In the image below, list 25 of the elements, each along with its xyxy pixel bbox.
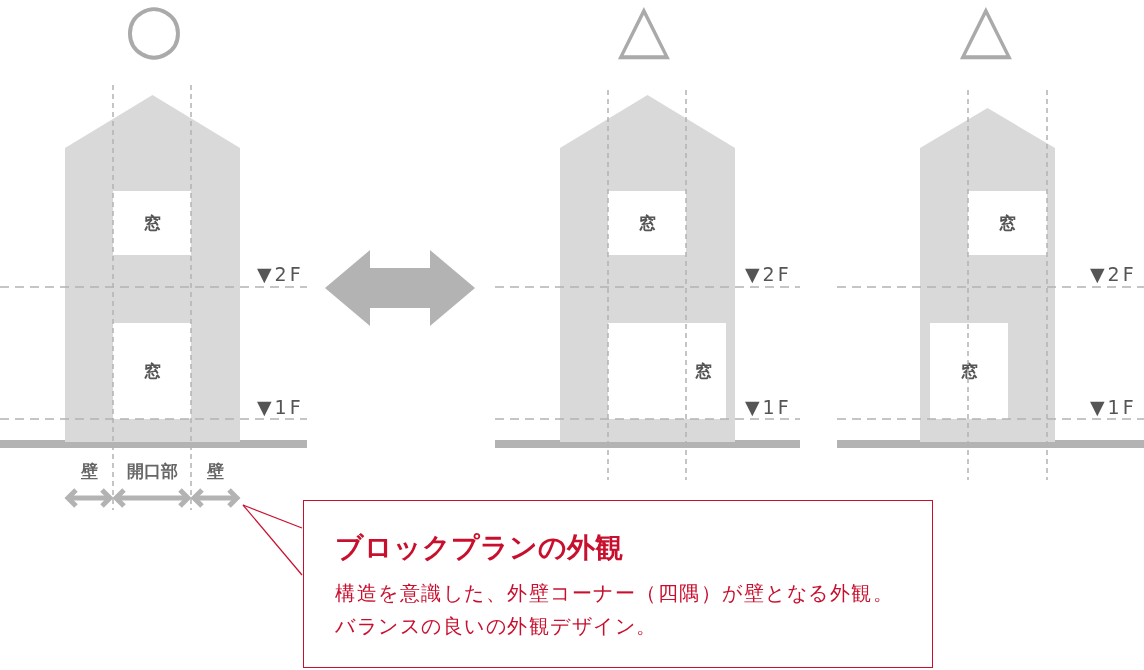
rating-symbol: ○	[123, 0, 185, 68]
floor-level-label: ▼1F	[257, 398, 304, 417]
rating-symbol: △	[958, 0, 1014, 68]
rating-symbol: △	[616, 0, 672, 68]
window-box: 窓	[608, 191, 686, 255]
floor-level-label: ▼1F	[1090, 398, 1137, 417]
dimension-label: 壁	[79, 463, 99, 480]
house-silhouette	[920, 108, 1055, 442]
floor-level-label: ▼2F	[745, 265, 792, 284]
floor-level-label: ▼2F	[1090, 265, 1137, 284]
double-arrow	[325, 250, 475, 326]
window-box: 窓	[113, 323, 191, 419]
house-silhouette	[560, 95, 735, 442]
dimension-label: 壁	[205, 463, 225, 480]
house-silhouette	[65, 95, 240, 442]
window-box: 窓	[113, 191, 191, 255]
dimension-label: 開口部	[125, 463, 179, 480]
window-box: 窓	[608, 323, 726, 419]
floor-level-label: ▼2F	[257, 265, 304, 284]
window-box: 窓	[968, 191, 1047, 255]
window-box: 窓	[930, 323, 1008, 419]
callout-text: 構造を意識した、外壁コーナー（四隅）が壁となる外観。バランスの良いの外観デザイン。	[335, 581, 895, 639]
callout-title: ブロックプランの外観	[335, 531, 623, 565]
callout-box	[303, 500, 933, 668]
floor-level-label: ▼1F	[745, 398, 792, 417]
